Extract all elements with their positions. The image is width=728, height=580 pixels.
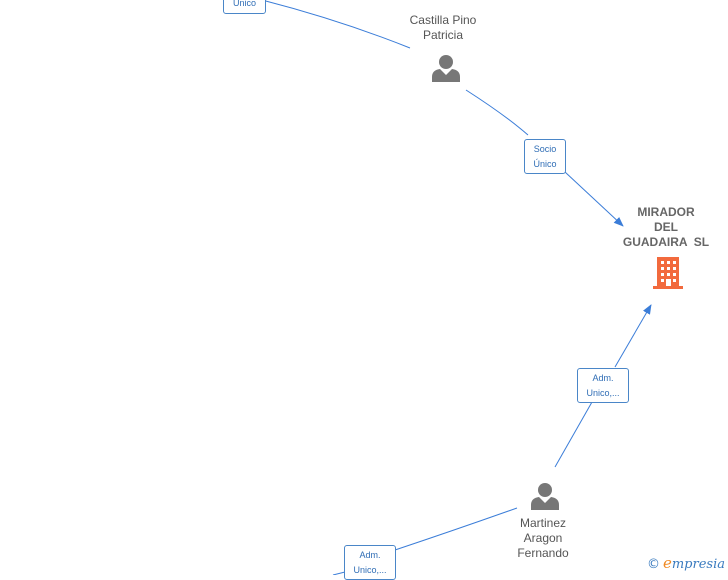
edge-line-martinez-company-arrow	[614, 304, 652, 368]
edge-label-line1: Socio	[533, 144, 557, 154]
node-company-label[interactable]: MIRADOR DEL GUADAIRA SL	[616, 205, 716, 250]
edge-label-line1: Adm.	[592, 373, 614, 383]
edge-line-top-left	[261, 0, 411, 49]
edge-label-bottom-left[interactable]: Adm. Unico,...	[344, 545, 396, 580]
brand-rest: mpresia	[671, 557, 725, 572]
edge-label-line1: Adm.	[359, 550, 381, 560]
person-icon[interactable]	[530, 481, 560, 511]
edge-label-line2: Unico,...	[353, 565, 387, 575]
node-name-line1: Castilla Pino	[409, 13, 477, 27]
edge-label-line2: Unico,...	[586, 388, 620, 398]
building-icon[interactable]	[652, 255, 684, 291]
edge-line-martinez-company	[554, 401, 593, 468]
edge-label-martinez-company[interactable]: Adm. Unico,...	[577, 368, 629, 403]
brand-logo[interactable]: ©empresia	[647, 554, 725, 572]
edge-label-top-left-line2: Unico	[232, 0, 256, 8]
node-name-line1: Martinez	[519, 516, 566, 530]
edge-label-castilla-company[interactable]: Socio Único	[524, 139, 566, 174]
node-name-line2: Patricia	[422, 28, 463, 42]
edge-label-line2: Único	[533, 159, 557, 169]
copyright-symbol: ©	[646, 557, 660, 572]
node-name-line2: Aragon	[523, 531, 563, 545]
edge-label-top-left[interactable]: Unico	[223, 0, 266, 14]
person-icon[interactable]	[431, 53, 461, 83]
edge-line-castilla-company-arrow	[564, 171, 624, 227]
node-martinez-label[interactable]: Martinez Aragon Fernando	[493, 516, 593, 561]
brand-first-letter: e	[662, 554, 672, 572]
company-name-line3: GUADAIRA SL	[622, 235, 710, 249]
company-name-line1: MIRADOR	[637, 205, 695, 219]
node-name-line3: Fernando	[517, 546, 569, 560]
node-castilla-label[interactable]: Castilla Pino Patricia	[393, 13, 493, 43]
edge-line-bottom-left	[394, 507, 518, 551]
company-name-line2: DEL	[654, 220, 678, 234]
edge-line-castilla-company	[465, 89, 529, 136]
